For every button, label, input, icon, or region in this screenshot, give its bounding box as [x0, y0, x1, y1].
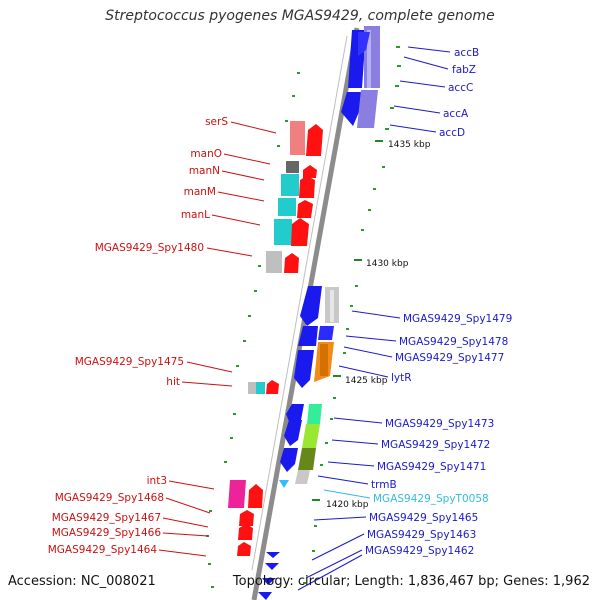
gene-label-spy1479[interactable]: MGAS9429_Spy1479: [403, 313, 512, 325]
gene-label-spy1478[interactable]: MGAS9429_Spy1478: [399, 336, 508, 348]
scale-label-1435: 1435 kbp: [388, 140, 431, 150]
gene-label-acca[interactable]: accA: [443, 108, 469, 120]
gene-label-spy1466[interactable]: MGAS9429_Spy1466: [52, 527, 162, 539]
gene-label-accb[interactable]: accB: [454, 47, 479, 59]
gene-label-accc[interactable]: accC: [448, 82, 473, 94]
gene-label-spy1475[interactable]: MGAS9429_Spy1475: [75, 356, 184, 368]
scale-ticks: [312, 140, 383, 501]
gene-label-spy1477[interactable]: MGAS9429_Spy1477: [395, 352, 504, 364]
gene-label-manl[interactable]: manL: [181, 209, 210, 221]
gene-label-int3[interactable]: int3: [147, 475, 167, 487]
right-gene-labels: accB fabZ accC accA accD MGAS9429_Spy147…: [365, 47, 512, 557]
gene-label-spy1472[interactable]: MGAS9429_Spy1472: [381, 439, 490, 451]
map-title: Streptococcus pyogenes MGAS9429, complet…: [105, 8, 495, 24]
trna-leader-line: [323, 489, 371, 499]
gene-label-fabz[interactable]: fabZ: [452, 64, 476, 76]
gene-label-lytr[interactable]: lytR: [391, 372, 412, 384]
scale-label-1430: 1430 kbp: [366, 259, 409, 269]
guide-dots: [206, 46, 401, 588]
genome-summary: Topology: circular; Length: 1,836,467 bp…: [232, 574, 590, 589]
gene-label-trmb[interactable]: trmB: [371, 479, 397, 491]
scale-label-1425: 1425 kbp: [345, 376, 388, 386]
gene-label-spy1468[interactable]: MGAS9429_Spy1468: [55, 492, 164, 504]
gene-label-spy1473[interactable]: MGAS9429_Spy1473: [385, 418, 494, 430]
gene-label-spy1464[interactable]: MGAS9429_Spy1464: [48, 544, 158, 556]
right-leader-lines: [297, 46, 451, 591]
gene-label-spy1471[interactable]: MGAS9429_Spy1471: [377, 461, 486, 473]
scale-label-1420: 1420 kbp: [326, 500, 369, 510]
gene-label-spy1480[interactable]: MGAS9429_Spy1480: [95, 242, 204, 254]
gene-label-accd[interactable]: accD: [439, 127, 465, 139]
gene-label-spyt0058[interactable]: MGAS9429_SpyT0058: [373, 493, 489, 505]
gene-label-spy1463[interactable]: MGAS9429_Spy1463: [367, 529, 476, 541]
accession-label: Accession: NC_008021: [8, 574, 156, 589]
gene-label-sers[interactable]: serS: [205, 116, 228, 128]
gene-label-mano[interactable]: manO: [190, 148, 222, 160]
gene-label-mann[interactable]: manN: [189, 165, 220, 177]
scale-labels: 1435 kbp 1430 kbp 1425 kbp 1420 kbp: [326, 140, 431, 510]
gene-label-spy1465[interactable]: MGAS9429_Spy1465: [369, 512, 478, 524]
left-gene-labels: serS manO manN manM manL MGAS9429_Spy148…: [48, 116, 229, 556]
gene-label-spy1467[interactable]: MGAS9429_Spy1467: [52, 512, 161, 524]
gene-label-manm[interactable]: manM: [184, 186, 216, 198]
gene-label-hit[interactable]: hit: [166, 376, 180, 388]
left-leader-lines: [158, 121, 277, 557]
left-gene-features: [228, 121, 323, 556]
right-gene-features: [258, 26, 380, 600]
gene-label-spy1462[interactable]: MGAS9429_Spy1462: [365, 545, 474, 557]
